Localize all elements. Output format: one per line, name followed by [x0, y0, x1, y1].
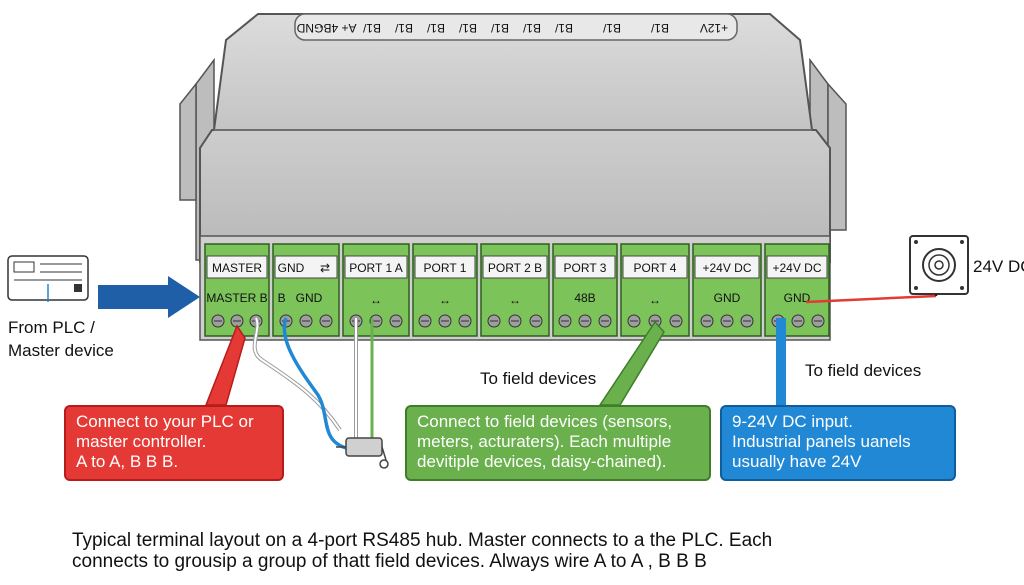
wire-gnd-blue: [282, 317, 347, 450]
terminal-top-label: PORT 3: [564, 261, 607, 275]
terminal-block-gnd: GND ⇄ B GND: [272, 243, 340, 337]
power-wire-red: [805, 294, 937, 304]
connector-plug-icon: [336, 437, 389, 469]
plc-label-line-2: Master device: [8, 341, 114, 360]
terminal-top-label: GND: [278, 261, 305, 275]
terminal-block-port2b: PORT 2 B ↔: [480, 243, 550, 337]
callout-line: devitiple devices, daisy-chained).: [417, 452, 667, 471]
field-devices-label-right: To field devices: [805, 361, 921, 380]
bidirectional-arrow-icon: ↔: [509, 293, 521, 307]
top-label: B1/: [426, 21, 445, 35]
power-supply-icon: [909, 235, 969, 295]
callout-power-input: 9-24V DC input. Industrial panels uanels…: [720, 405, 956, 481]
top-label: B1/: [362, 21, 381, 35]
top-label: B1/: [602, 21, 621, 35]
top-label: B1/: [650, 21, 669, 35]
callout-pointer-blue: [776, 318, 786, 405]
terminal-bottom-label: GND: [784, 291, 811, 305]
terminal-bottom-label: B GND: [278, 291, 323, 305]
terminal-block-power-2: +24V DC GND: [764, 243, 830, 337]
top-label: A+ 4B-: [319, 21, 356, 35]
top-label: B1/: [554, 21, 573, 35]
plc-label-line-1: From PLC /: [8, 318, 95, 337]
top-label: B1/: [490, 21, 509, 35]
terminal-block-master: MASTER MASTER B: [204, 243, 270, 337]
bidirectional-arrow-icon: ↔: [649, 293, 661, 307]
plc-device-icon: [7, 255, 89, 302]
field-devices-label-left: To field devices: [480, 369, 596, 388]
callout-line: master controller.: [76, 432, 207, 451]
terminal-block-port1: PORT 1 ↔: [412, 243, 478, 337]
terminal-top-label: MASTER: [212, 261, 262, 275]
callout-line: 9-24V DC input.: [732, 412, 853, 431]
top-label-strip: [294, 13, 738, 41]
terminal-top-label: +24V DC: [702, 261, 751, 275]
figure-caption: Typical terminal layout on a 4-port RS48…: [72, 530, 772, 572]
callout-plc-connection: Connect to your PLC or master controller…: [64, 405, 284, 481]
terminal-top-label: PORT 1: [424, 261, 467, 275]
terminal-block-port3: PORT 3 48B: [552, 243, 618, 337]
callout-line: Connect to field devices (sensors,: [417, 412, 673, 431]
master-input-arrow: [98, 276, 200, 318]
caption-line-2: connects to grousip a group of thatt fie…: [72, 551, 707, 572]
top-label: B1/: [458, 21, 477, 35]
terminal-bottom-label: MASTER B: [206, 291, 267, 305]
bidirectional-arrow-icon: ↔: [439, 293, 451, 307]
callout-line: A to A, B B B.: [76, 452, 179, 471]
terminal-top-label: PORT 2 B: [488, 261, 542, 275]
terminal-top-label: +24V DC: [772, 261, 821, 275]
bidirectional-arrow-icon: ↔: [370, 293, 382, 307]
top-label: +12V: [700, 21, 728, 35]
top-label: B1/: [522, 21, 541, 35]
terminal-bottom-label: GND: [714, 291, 741, 305]
callout-line: meters, acturaters). Each multiple: [417, 432, 672, 451]
terminal-top-label: PORT 1 A: [349, 261, 403, 275]
top-label: GND: [296, 21, 323, 35]
power-supply-label: 24V DC: [973, 257, 1024, 276]
callout-field-devices: Connect to field devices (sensors, meter…: [405, 405, 711, 481]
caption-line-1: Typical terminal layout on a 4-port RS48…: [72, 530, 773, 551]
top-labels: GND A+ 4B- B1/ B1/ B1/ B1/ B1/ B1/ B1/ B…: [296, 21, 728, 35]
callout-line: Connect to your PLC or: [76, 412, 254, 431]
terminal-block-power-1: +24V DC GND: [692, 243, 762, 337]
swap-icon: ⇄: [320, 261, 330, 275]
terminal-block-port1a: PORT 1 A ↔: [342, 243, 410, 337]
terminal-bottom-label: 48B: [574, 291, 595, 305]
terminal-top-label: PORT 4: [634, 261, 677, 275]
top-label: B1/: [394, 21, 413, 35]
callout-line: Industrial panels uanels: [732, 432, 911, 451]
callout-line: usually have 24V: [732, 452, 862, 471]
